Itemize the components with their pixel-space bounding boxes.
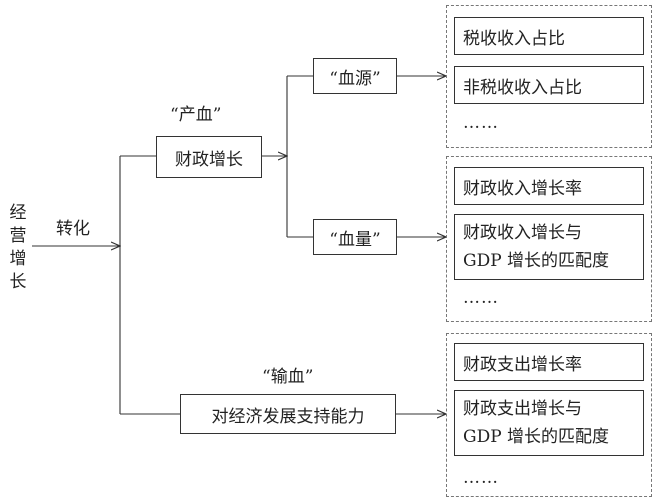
- nontax-revenue-share-text: 非税收收入占比: [463, 77, 582, 98]
- group-blood-source: [446, 5, 652, 148]
- revenue-gdp-match-box: 财政收入增长与 GDP 增长的匹配度: [454, 214, 644, 280]
- root-char: 增: [9, 249, 27, 269]
- revenue-growth-rate-text: 财政收入增长率: [463, 178, 582, 199]
- blood-volume-box: “血量”: [313, 219, 397, 255]
- economic-support-text: 对经济发展支持能力: [211, 406, 365, 427]
- output-blood-quote: “产血”: [170, 105, 222, 125]
- expenditure-gdp-match-line1: 财政支出增长与: [463, 399, 582, 419]
- expenditure-growth-rate-box: 财政支出增长率: [454, 343, 644, 381]
- transform-label: 转化: [56, 219, 90, 239]
- group3-ellipsis: ……: [463, 468, 499, 488]
- transfusion-quote: “输血”: [262, 367, 314, 387]
- group-blood-volume: [446, 156, 652, 322]
- revenue-growth-rate-box: 财政收入增长率: [454, 167, 644, 205]
- blood-source-box: “血源”: [313, 58, 397, 94]
- economic-support-box: 对经济发展支持能力: [180, 394, 396, 434]
- root-char: 长: [9, 272, 27, 292]
- expenditure-gdp-match-box: 财政支出增长与 GDP 增长的匹配度: [454, 390, 644, 456]
- fiscal-growth-box: 财政增长: [156, 136, 262, 178]
- group2-ellipsis: ……: [463, 288, 499, 308]
- blood-volume-text: “血量”: [329, 229, 381, 250]
- revenue-gdp-match-line1: 财政收入增长与: [463, 223, 582, 243]
- expenditure-growth-rate-text: 财政支出增长率: [463, 354, 582, 375]
- tax-revenue-share-text: 税收收入占比: [463, 28, 565, 49]
- nontax-revenue-share-box: 非税收收入占比: [454, 66, 644, 104]
- revenue-gdp-match-line2: GDP 增长的匹配度: [463, 251, 610, 271]
- expenditure-gdp-match-line2: GDP 增长的匹配度: [463, 427, 610, 447]
- root-char: 经: [9, 203, 27, 223]
- fiscal-growth-text: 财政增长: [175, 149, 243, 170]
- group-transfusion: [446, 333, 652, 497]
- tax-revenue-share-box: 税收收入占比: [454, 17, 644, 55]
- group1-ellipsis: ……: [463, 113, 499, 133]
- blood-source-text: “血源”: [329, 68, 381, 89]
- root-char: 营: [9, 226, 27, 246]
